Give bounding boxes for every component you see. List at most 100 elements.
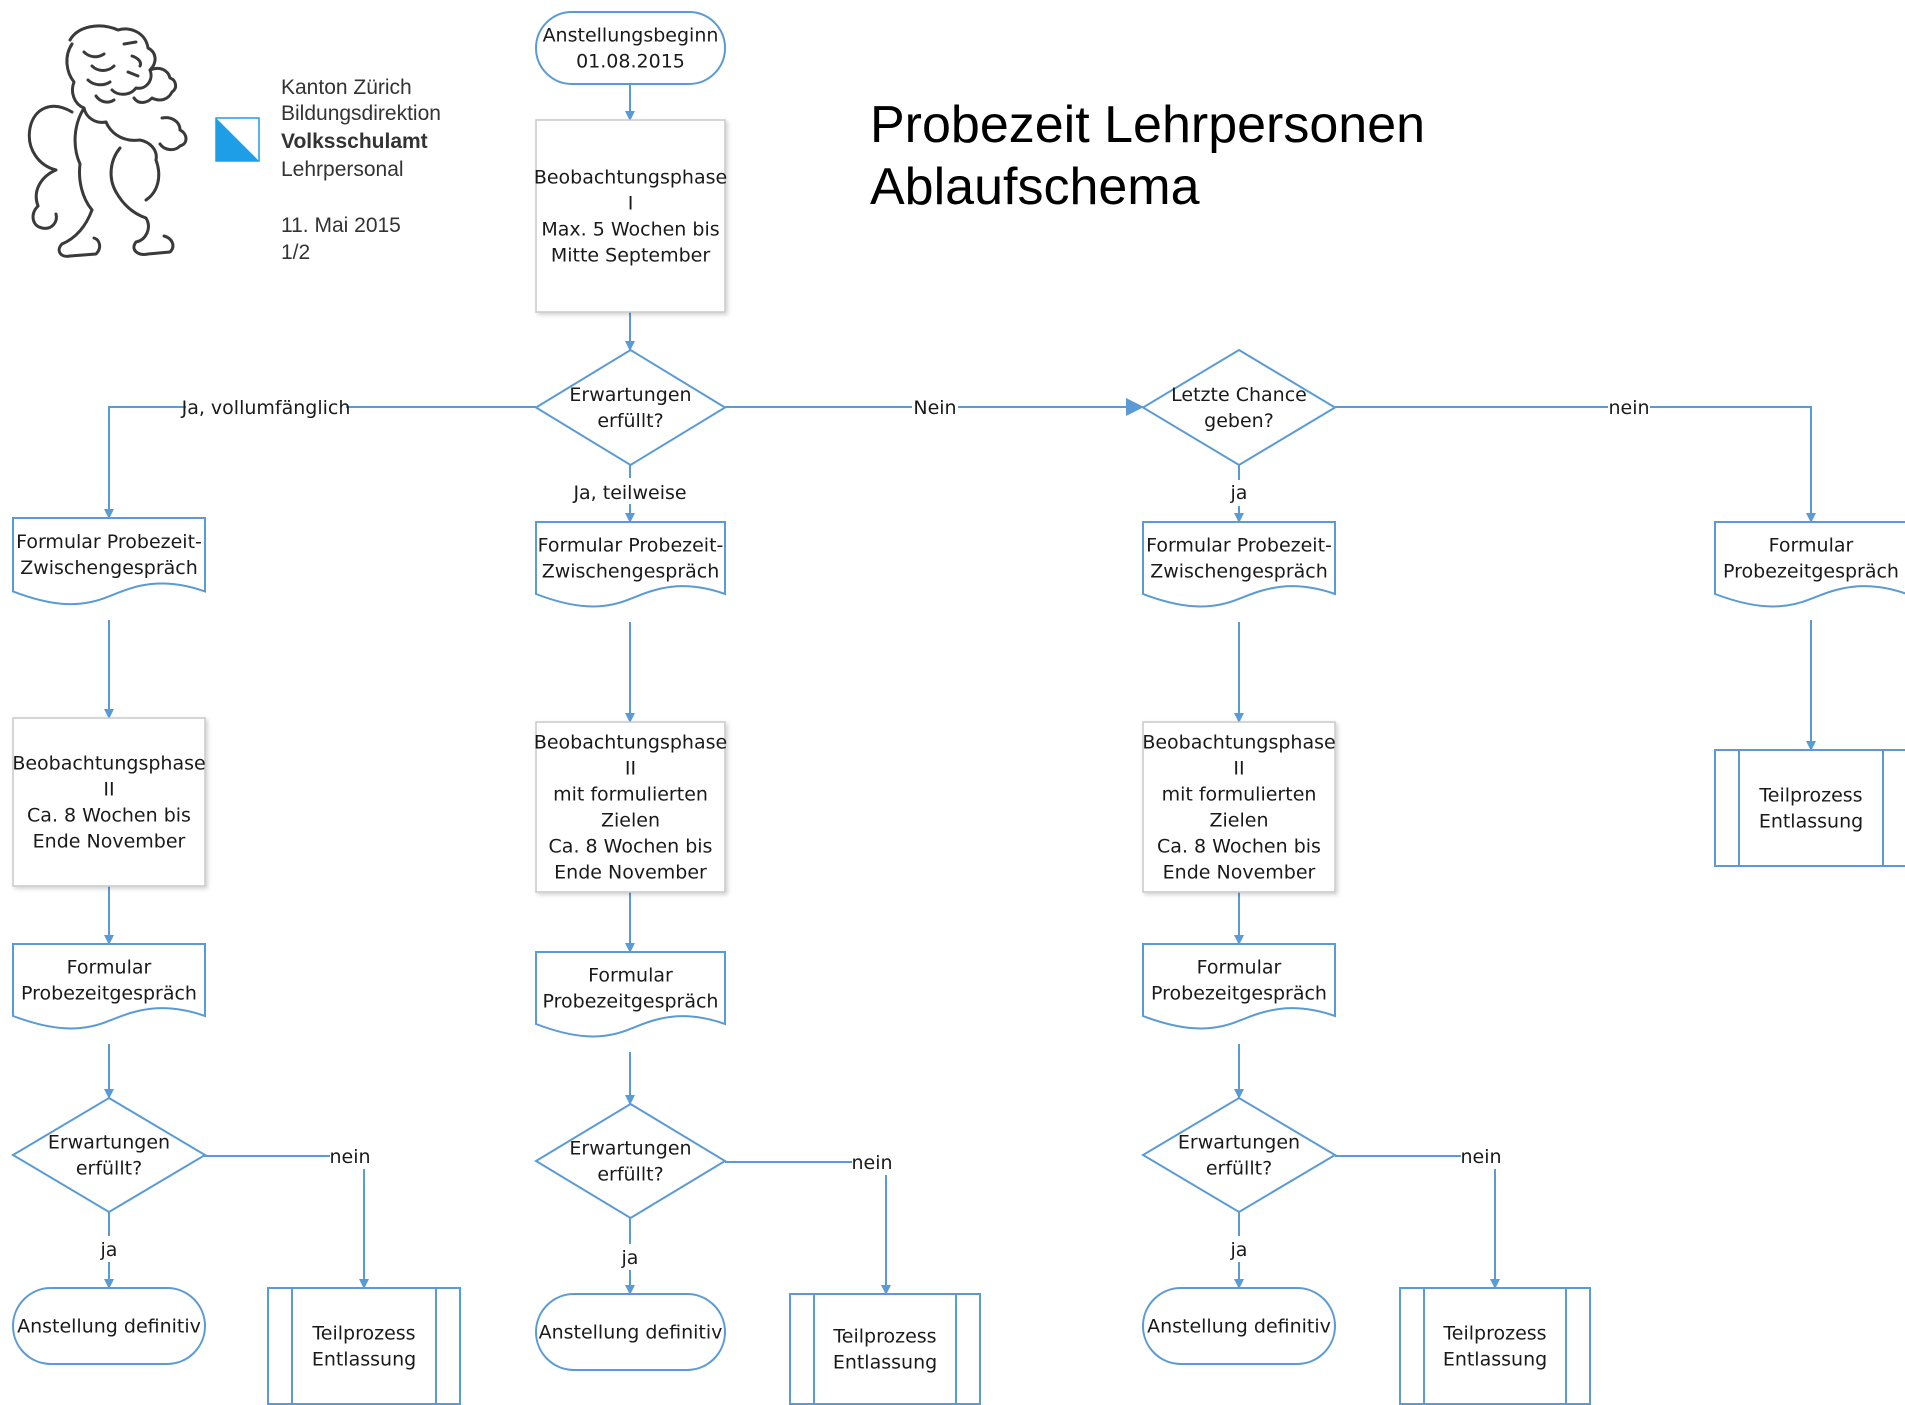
node-label-line: Max. 5 Wochen bis <box>541 219 719 241</box>
node-label-line: Zwischengespräch <box>542 561 720 583</box>
node-label-line: Entlassung <box>1443 1349 1547 1371</box>
node-label-line: II <box>103 779 114 801</box>
node-col1-decision: Erwartungen erfüllt? <box>11 1096 207 1214</box>
node-col1-definitiv: Anstellung definitiv <box>12 1287 206 1365</box>
node-label-line: Beobachtungsphase <box>12 753 205 775</box>
node-label-line: Zwischengespräch <box>20 557 198 579</box>
node-label-line: Anstellung definitiv <box>539 1322 723 1344</box>
zurich-flag-icon <box>215 117 260 162</box>
node-label-line: Zielen <box>601 810 660 832</box>
edge-col3-nein <box>1335 1155 1500 1289</box>
node-label-line: Teilprozess <box>832 1326 936 1348</box>
header-org: Kanton Zürich Bildungsdirektion Volkssch… <box>281 76 441 264</box>
node-label-line: 01.08.2015 <box>576 51 685 73</box>
node-label-line: Beobachtungsphase <box>1142 732 1335 754</box>
edge-decision-col1 <box>104 406 536 519</box>
node-label-line: Anstellungsbeginn <box>543 25 719 47</box>
node-col1-definitiv-label: Anstellung definitiv <box>17 1316 201 1338</box>
nodes: Anstellungsbeginn 01.08.2015Beobachtungsp… <box>11 11 1905 1405</box>
label-ja-chance: ja <box>1230 482 1248 504</box>
node-label-line: geben? <box>1204 410 1274 432</box>
node-col2-form-zw-label: Formular Probezeit-Zwischengespräch <box>538 535 724 583</box>
label-col3-nein: nein <box>1460 1146 1501 1168</box>
node-label-line: erfüllt? <box>76 1158 142 1180</box>
node-label-line: Zielen <box>1210 810 1269 832</box>
node-label-line: Letzte Chance <box>1171 384 1307 406</box>
label-col3-ja: ja <box>1230 1239 1248 1261</box>
node-label-line: Formular <box>67 957 152 979</box>
node-label-line: Erwartungen <box>569 1138 691 1160</box>
node-label-line: Teilprozess <box>1442 1323 1546 1345</box>
edge-col2-nein <box>725 1161 891 1295</box>
node-label-line: Formular <box>588 965 673 987</box>
title-line-2: Ablaufschema <box>870 158 1200 216</box>
label-col1-ja: ja <box>100 1239 118 1261</box>
node-label-line: Entlassung <box>1759 811 1863 833</box>
node-label-line: Formular <box>1197 957 1282 979</box>
header-page: 1/2 <box>281 241 310 264</box>
label-col2-ja: ja <box>621 1247 639 1269</box>
node-label-line: Mitte September <box>551 245 711 267</box>
node-col3-form-zw: Formular Probezeit-Zwischengespräch <box>1142 521 1336 608</box>
org-line-1: Kanton Zürich <box>281 76 412 99</box>
label-nein-main: Nein <box>913 397 956 419</box>
zurich-lion-crest-icon <box>27 24 188 258</box>
node-start-label: Anstellungsbeginn 01.08.2015 <box>543 25 719 73</box>
node-col3-form-zw-label: Formular Probezeit-Zwischengespräch <box>1146 535 1332 583</box>
node-label-line: Formular Probezeit- <box>16 531 202 553</box>
node-label-line: erfüllt? <box>597 410 663 432</box>
org-line-2: Bildungsdirektion <box>281 102 441 125</box>
node-label-line: I <box>628 193 634 215</box>
node-label-line: II <box>625 758 636 780</box>
node-label-line: Formular <box>1769 535 1854 557</box>
node-label-line: Anstellung definitiv <box>17 1316 201 1338</box>
node-col1-form-zw: Formular Probezeit- Zwischengespräch <box>12 517 206 606</box>
label-nein-chance: nein <box>1608 397 1649 419</box>
node-label-line: erfüllt? <box>597 1164 663 1186</box>
node-label-line: Erwartungen <box>48 1132 170 1154</box>
org-line-3: Volksschulamt <box>281 130 428 153</box>
node-col2-decision: Erwartungen erfüllt? <box>534 1102 727 1220</box>
node-label-line: mit formulierten <box>1162 784 1317 806</box>
node-label-line: mit formulierten <box>553 784 708 806</box>
node-label-line: erfüllt? <box>1206 1158 1272 1180</box>
connectors <box>104 84 1816 1295</box>
node-label-line: Probezeitgespräch <box>1723 561 1899 583</box>
node-col1-decision-label: Erwartungen erfüllt? <box>48 1132 170 1180</box>
header-date: 11. Mai 2015 <box>281 214 401 237</box>
node-label-line: Zwischengespräch <box>1150 561 1328 583</box>
node-col3-definitiv: Anstellung definitiv <box>1142 1287 1336 1365</box>
page-title: Probezeit Lehrpersonen Ablaufschema <box>870 96 1425 216</box>
node-label-line: Ca. 8 Wochen bis <box>1157 836 1321 858</box>
node-label-line: Ende November <box>554 862 707 884</box>
node-label-line: Probezeitgespräch <box>21 983 197 1005</box>
node-label-line: II <box>1233 758 1244 780</box>
node-label-line: Ende November <box>1163 862 1316 884</box>
node-label-line: Entlassung <box>833 1352 937 1374</box>
node-label-line: Teilprozess <box>311 1323 415 1345</box>
node-decision-chance: Letzte Chance geben? <box>1141 348 1337 467</box>
